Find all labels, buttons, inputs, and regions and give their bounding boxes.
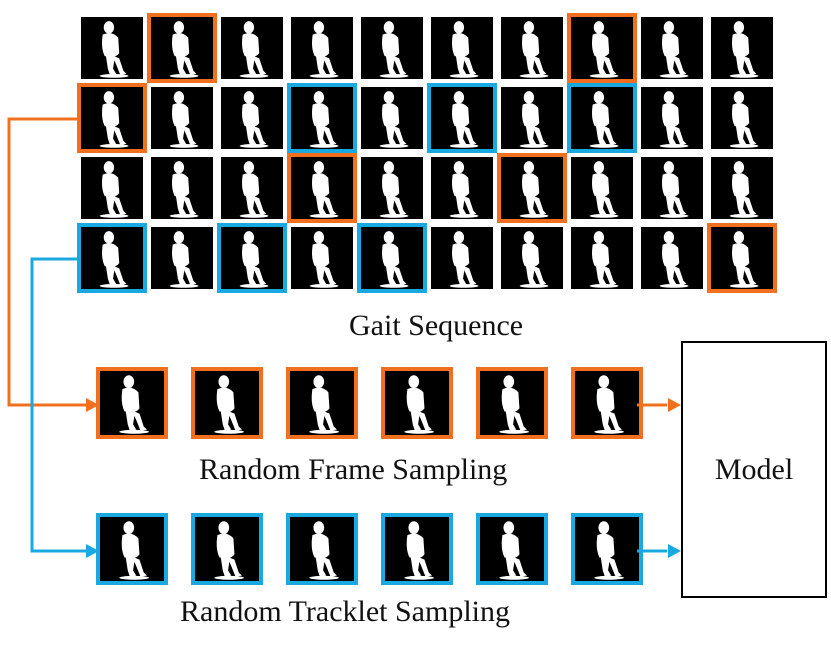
sampled-frame: [480, 371, 544, 435]
sampled-frame: [385, 371, 449, 435]
model-box: Model: [681, 341, 827, 598]
tracklet-highlight-border: [427, 83, 497, 153]
sampled-tracklet-border: [381, 513, 453, 585]
sequence-frame: [361, 87, 423, 149]
sampled-tracklet-border: [191, 513, 263, 585]
sequence-frame: [151, 17, 213, 79]
sampling-connectors: [7, 117, 681, 558]
frame-highlight-border: [497, 153, 567, 223]
random-tracklet-sampling-caption: Random Tracklet Sampling: [180, 595, 510, 628]
sequence-frame: [81, 87, 143, 149]
arrow-right-icon: [86, 398, 99, 412]
sequence-frame: [221, 157, 283, 219]
sequence-frame: [361, 227, 423, 289]
tracklet-highlight-border: [217, 223, 287, 293]
frame-sampling-connector: [7, 117, 86, 407]
sequence-frame: [221, 17, 283, 79]
tracklet-highlight-border: [567, 83, 637, 153]
sampled-tracklet-frame: [480, 517, 544, 581]
sequence-frame: [151, 87, 213, 149]
frame-highlight-border: [287, 153, 357, 223]
sequence-frame: [151, 227, 213, 289]
sequence-frame: [711, 17, 773, 79]
gait-sequence-grid: [77, 13, 777, 293]
sequence-frame: [81, 157, 143, 219]
gait-sequence-caption: Gait Sequence: [349, 309, 524, 342]
sampled-tracklet-border: [96, 513, 168, 585]
sequence-frame: [361, 157, 423, 219]
sequence-frame: [641, 157, 703, 219]
sequence-frame: [641, 17, 703, 79]
sequence-frame: [501, 227, 563, 289]
sequence-frame: [431, 17, 493, 79]
sampled-frame-border: [96, 367, 168, 439]
sequence-frame: [221, 227, 283, 289]
random-frame-sampling-caption: Random Frame Sampling: [199, 453, 508, 486]
sampled-tracklet-border: [286, 513, 358, 585]
sampled-tracklet-border: [476, 513, 548, 585]
frame-highlight-border: [707, 223, 777, 293]
sequence-frame: [501, 157, 563, 219]
sequence-frame: [291, 17, 353, 79]
sequence-frame: [711, 87, 773, 149]
arrow-right-icon: [668, 544, 681, 558]
sequence-frame: [641, 87, 703, 149]
sampled-frame-border: [191, 367, 263, 439]
arrow-right-icon: [86, 544, 99, 558]
sampled-frame: [575, 371, 639, 435]
sampled-tracklet-frame: [195, 517, 259, 581]
sequence-frame: [431, 157, 493, 219]
sequence-frame: [361, 17, 423, 79]
frame-highlight-border: [567, 13, 637, 83]
sequence-frame: [641, 227, 703, 289]
sampled-frames: [96, 367, 643, 585]
sampled-frame-border: [571, 367, 643, 439]
sequence-frame: [501, 17, 563, 79]
sequence-frame: [571, 227, 633, 289]
sequence-frame: [711, 157, 773, 219]
sampled-tracklet-frame: [290, 517, 354, 581]
sequence-frame: [291, 157, 353, 219]
sampled-frame-border: [476, 367, 548, 439]
sequence-frame: [431, 87, 493, 149]
sequence-frame: [571, 17, 633, 79]
sampled-frame-border: [286, 367, 358, 439]
tracklet-highlight-border: [287, 83, 357, 153]
frame-highlight-border: [147, 13, 217, 83]
sampled-frame: [290, 371, 354, 435]
sequence-frame: [501, 87, 563, 149]
tracklet-sampling-connector: [30, 257, 86, 553]
sampled-frame-border: [381, 367, 453, 439]
sequence-frame: [431, 227, 493, 289]
sequence-frame: [571, 87, 633, 149]
sequence-frame: [81, 227, 143, 289]
sampled-tracklet-frame: [385, 517, 449, 581]
sequence-frame: [291, 87, 353, 149]
sampled-tracklet-frame: [100, 517, 164, 581]
sampled-tracklet-frame: [575, 517, 639, 581]
model-label: Model: [714, 452, 794, 486]
sequence-frame: [151, 157, 213, 219]
sequence-frame: [711, 227, 773, 289]
sequence-frame: [291, 227, 353, 289]
sequence-frame: [81, 17, 143, 79]
sampled-frame: [195, 371, 259, 435]
sequence-frame: [571, 157, 633, 219]
tracklet-highlight-border: [357, 223, 427, 293]
sequence-frame: [221, 87, 283, 149]
sampled-frame: [100, 371, 164, 435]
arrow-right-icon: [668, 398, 681, 412]
sampled-tracklet-border: [571, 513, 643, 585]
